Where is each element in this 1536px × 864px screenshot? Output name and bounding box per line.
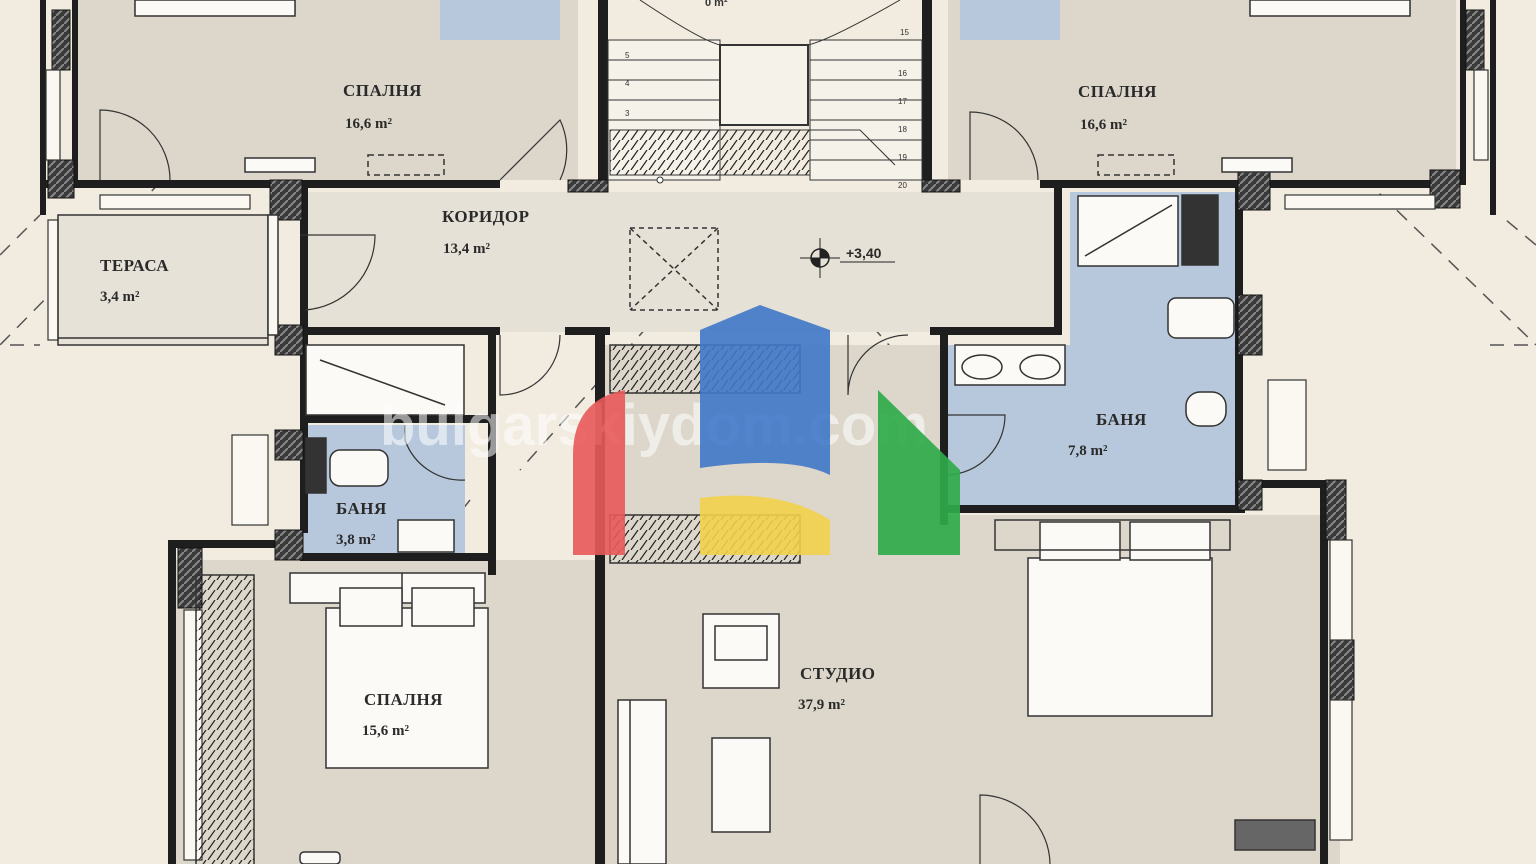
- doors: [99, 109, 1051, 864]
- room-name-corridor: КОРИДОР: [442, 207, 530, 226]
- stair-step-18: 18: [898, 125, 907, 134]
- terrace-railing: [57, 214, 279, 346]
- room-area-bedroom-sw: 15,6 m²: [362, 723, 409, 739]
- room-area-terrace: 3,4 m²: [100, 289, 140, 305]
- stair-step-15: 15: [900, 28, 909, 37]
- room-area-studio: 37,9 m²: [798, 697, 845, 713]
- watermark-text: bulgarskiydom.com: [380, 393, 928, 458]
- stair-step-19: 19: [898, 153, 907, 162]
- room-area-bath-large: 7,8 m²: [1068, 443, 1108, 459]
- stair-step-16: 16: [898, 69, 907, 78]
- staircase: [607, 0, 923, 184]
- room-name-bath-small: БАНЯ: [336, 499, 387, 518]
- room-name-bedroom-ne: СПАЛНЯ: [1078, 82, 1157, 101]
- watermark-logo: bulgarskiydom.com: [380, 305, 960, 555]
- room-name-terrace: ТЕРАСА: [100, 256, 169, 275]
- stair-step-3: 3: [625, 109, 630, 118]
- room-name-bedroom-nw: СПАЛНЯ: [343, 81, 422, 100]
- stair-step-17: 17: [898, 97, 907, 106]
- level-marker: +3,40: [800, 238, 895, 278]
- stair-step-4: 4: [625, 79, 630, 88]
- room-area-corridor: 13,4 m²: [443, 241, 490, 257]
- room-labels: СПАЛНЯ 16,6 m² СПАЛНЯ 16,6 m² КОРИДОР 13…: [100, 81, 1157, 739]
- stair-area-fragment: 0 m²: [705, 0, 728, 9]
- room-area-bath-small: 3,8 m²: [336, 532, 376, 548]
- stair-numbers: 5 4 3 15 16 17 18 19 20 0 m²: [625, 0, 909, 190]
- wall-columns: [47, 9, 1485, 701]
- room-area-bedroom-nw: 16,6 m²: [345, 116, 392, 132]
- room-name-bath-large: БАНЯ: [1096, 410, 1147, 429]
- room-area-bedroom-ne: 16,6 m²: [1080, 117, 1127, 133]
- level-value: +3,40: [846, 245, 882, 261]
- furniture: [134, 0, 1411, 864]
- room-name-bedroom-sw: СПАЛНЯ: [364, 690, 443, 709]
- stair-step-5: 5: [625, 51, 630, 60]
- stair-step-20: 20: [898, 181, 907, 190]
- room-name-studio: СТУДИО: [800, 664, 876, 683]
